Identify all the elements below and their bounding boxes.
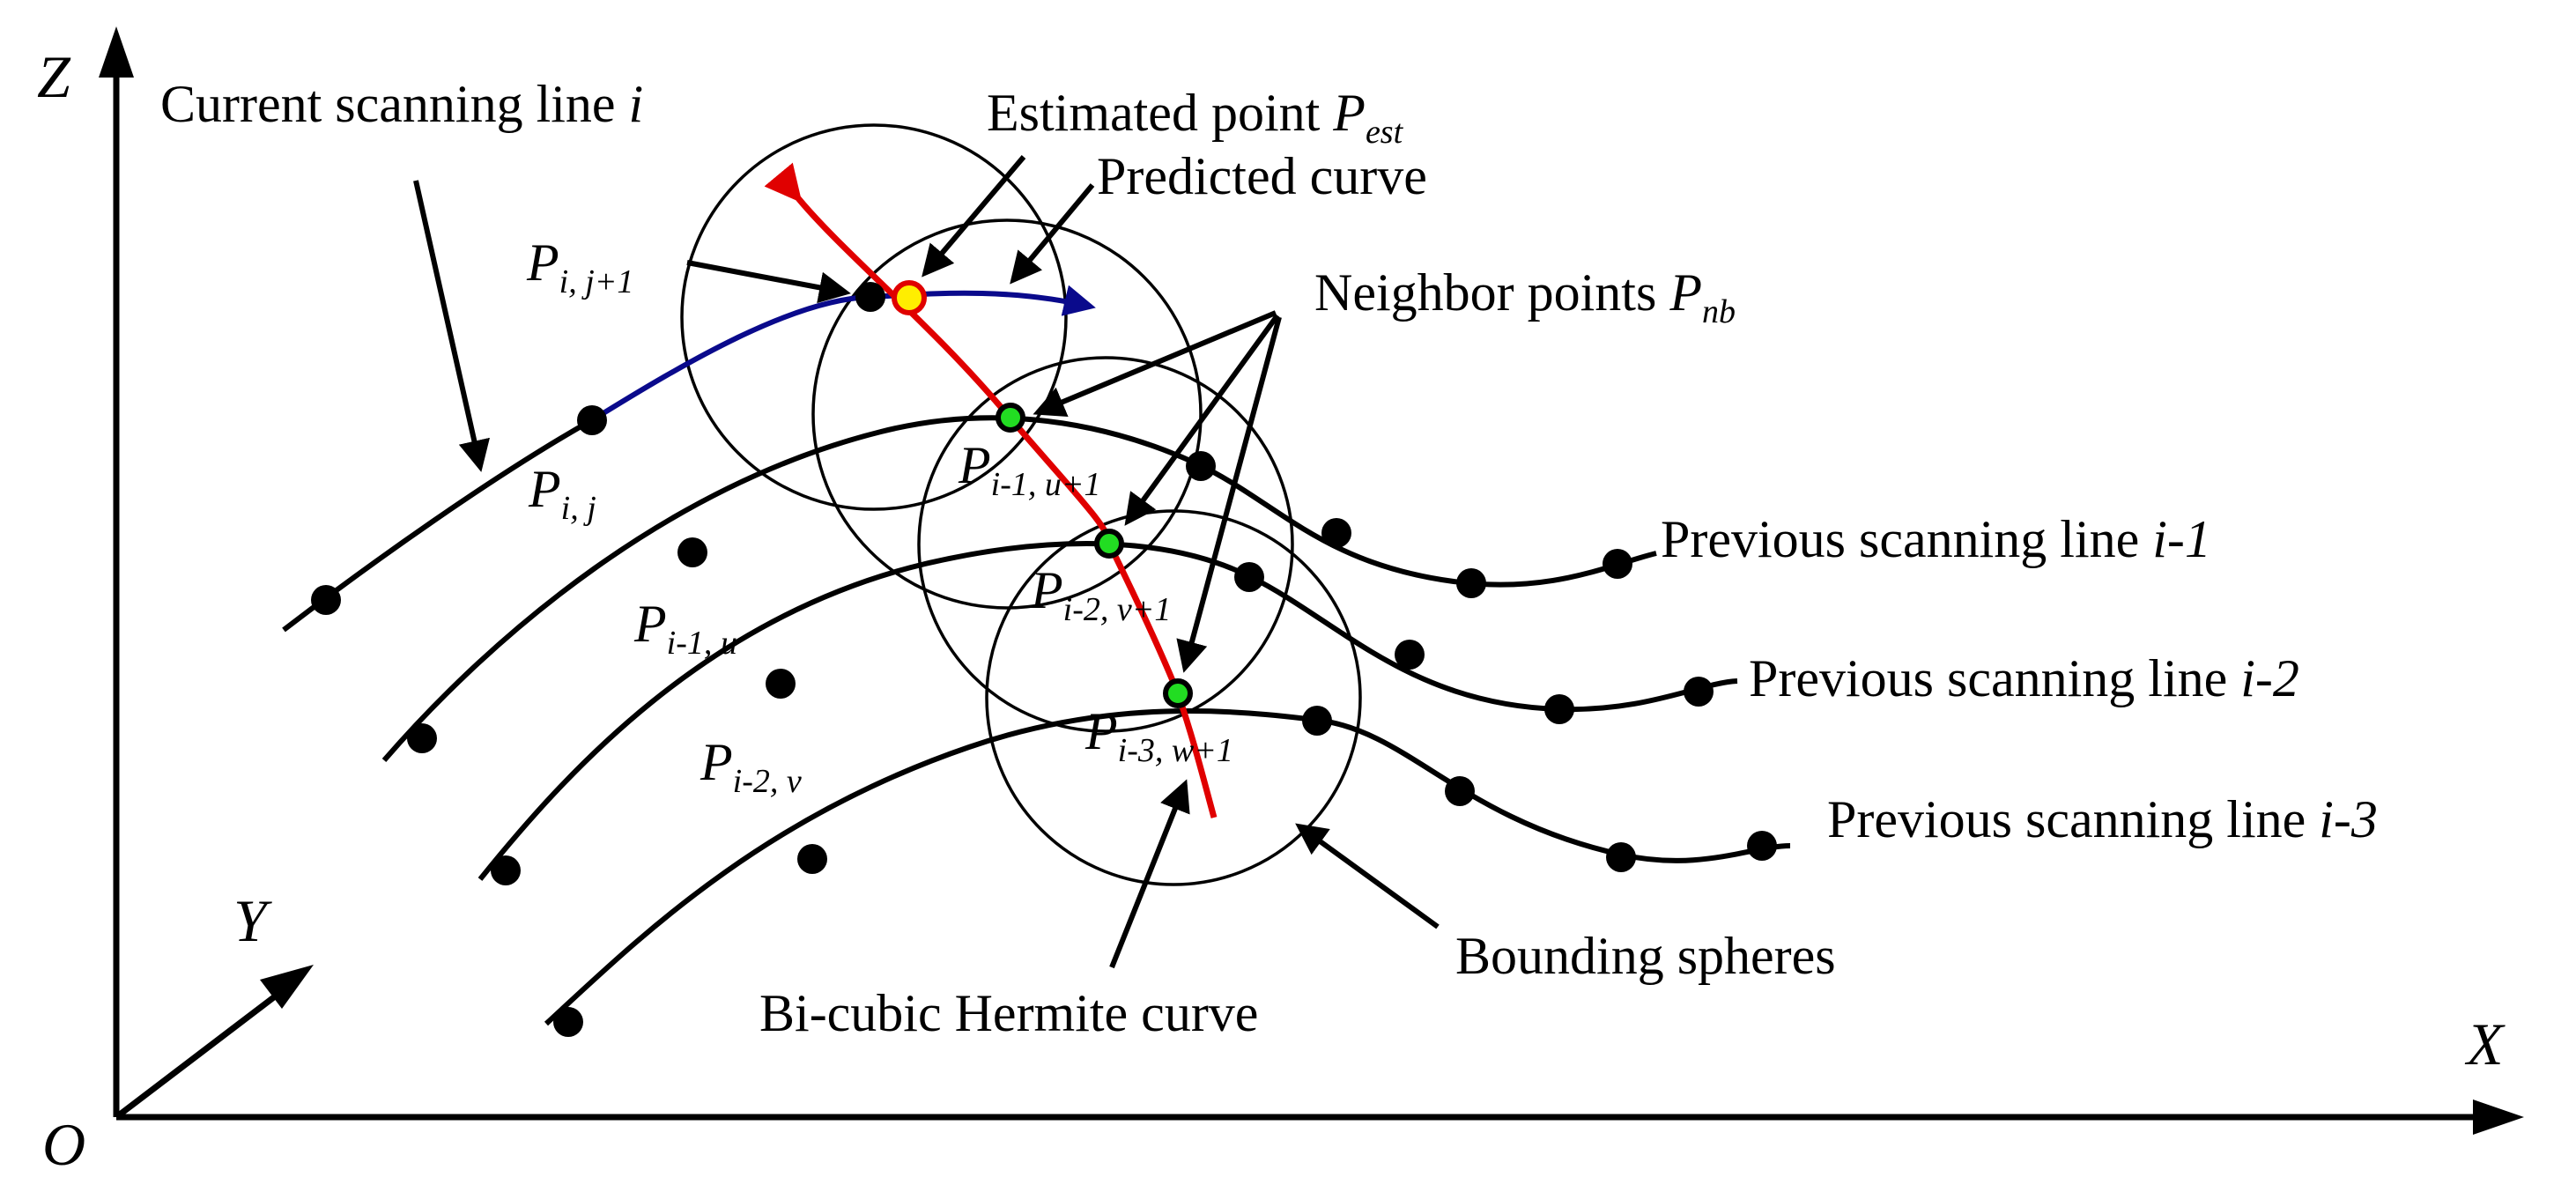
point-line2-2 — [766, 669, 796, 699]
x-axis-arrowhead — [2473, 1099, 2524, 1135]
point-line1-6 — [1603, 549, 1632, 579]
point-line3-5 — [1606, 842, 1636, 872]
point-line2-5 — [1544, 694, 1574, 724]
label-hermite-curve: Bi-cubic Hermite curve — [759, 984, 1258, 1042]
estimated-point-marker — [892, 280, 927, 315]
y-axis-arrowhead — [260, 965, 314, 1009]
label-bounding-spheres: Bounding spheres — [1455, 927, 1836, 985]
previous-scanning-line-1 — [381, 415, 1657, 762]
point-line2-3 — [1234, 562, 1264, 592]
point-line1-1 — [407, 723, 437, 753]
point-line2-4 — [1395, 640, 1425, 670]
y-axis — [114, 988, 285, 1120]
point-current-line-1 — [311, 585, 341, 615]
arrow-neighbor-1 — [1033, 310, 1277, 418]
point-line3-2 — [797, 844, 827, 874]
point-line1-2 — [677, 537, 707, 567]
neighbor-point-1 — [996, 403, 1025, 433]
arrow-estimated-point — [922, 155, 1026, 278]
label-current-line: Current scanning line i — [160, 75, 643, 133]
arrow-predicted-curve — [1010, 183, 1095, 285]
point-line2-1 — [491, 855, 521, 885]
previous-scanning-line-2 — [477, 541, 1738, 881]
label-neighbor-points: Neighbor points Pnb — [1314, 263, 1736, 330]
label-p-i-j1: Pi, j+1 — [526, 233, 633, 300]
point-line1-5 — [1456, 568, 1486, 598]
arrow-current-line — [413, 180, 490, 472]
point-current-line-2 — [577, 405, 607, 435]
bounding-sphere-4 — [985, 509, 1362, 886]
label-p-i2-v1: Pi-2, v+1 — [1030, 561, 1171, 628]
point-line3-4 — [1445, 776, 1475, 806]
point-line1-4 — [1321, 518, 1351, 548]
z-axis-arrowhead — [99, 26, 134, 78]
scan-points — [311, 282, 1777, 1037]
bounding-sphere-3 — [917, 356, 1294, 733]
point-p-i-j1 — [855, 282, 885, 312]
arrow-neighbor-2 — [1124, 314, 1280, 526]
point-line3-1 — [553, 1007, 583, 1037]
label-predicted-curve: Predicted curve — [1097, 147, 1427, 205]
label-previous-line-2: Previous scanning line i-2 — [1749, 649, 2299, 707]
label-p-i3-w1: Pi-3, w+1 — [1084, 702, 1233, 769]
arrow-p-i-j1 — [686, 260, 851, 304]
bounding-sphere-1 — [680, 123, 1068, 511]
point-line1-3 — [1186, 451, 1216, 481]
point-line2-6 — [1684, 677, 1714, 707]
neighbor-point-3 — [1163, 678, 1193, 708]
x-axis-label: X — [2464, 1011, 2506, 1077]
label-p-i2-v: Pi-2, v — [700, 733, 802, 800]
label-previous-line-3: Previous scanning line i-3 — [1827, 790, 2378, 848]
arrow-hermite-curve — [1109, 779, 1190, 969]
label-p-i-j: Pi, j — [528, 460, 596, 527]
pointer-arrows — [413, 155, 1440, 969]
origin-label: O — [42, 1111, 85, 1178]
label-previous-line-1: Previous scanning line i-1 — [1661, 510, 2211, 568]
y-axis-label: Y — [233, 887, 272, 954]
previous-scanning-line-3 — [544, 708, 1791, 1026]
point-line3-6 — [1747, 831, 1777, 861]
label-p-i1-u1: Pi-1, u+1 — [958, 436, 1101, 503]
neighbor-point-2 — [1094, 529, 1124, 559]
label-p-i1-u: Pi-1, u — [633, 595, 737, 662]
arrow-neighbor-3 — [1176, 316, 1282, 673]
point-line3-3 — [1302, 706, 1332, 736]
bounding-spheres — [680, 123, 1362, 886]
bounding-sphere-2 — [811, 218, 1203, 610]
arrow-bounding-spheres — [1295, 823, 1440, 929]
label-estimated-point: Estimated point Pest — [987, 84, 1404, 151]
z-axis-label: Z — [37, 43, 71, 110]
